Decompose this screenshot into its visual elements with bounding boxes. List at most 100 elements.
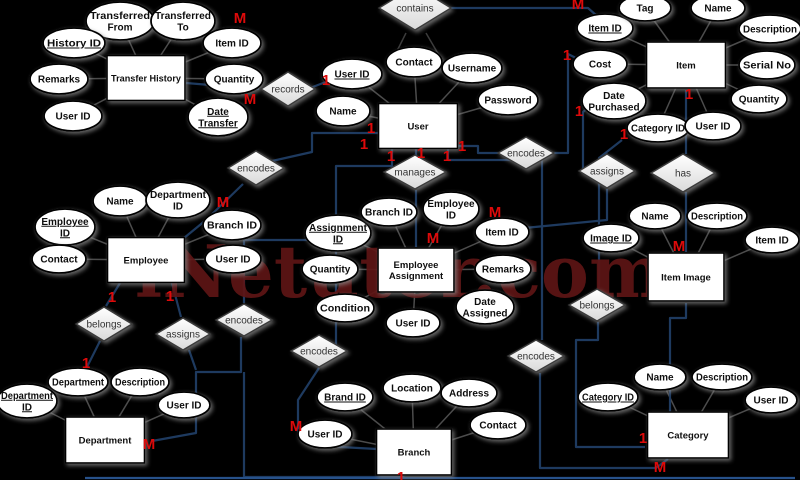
- connector-line: [242, 238, 336, 303]
- attribute-ellipse: [382, 373, 442, 403]
- relationship-assigns-diamond: assigns: [154, 317, 212, 351]
- cardinality-m: M: [489, 204, 502, 221]
- shape-label: Username: [448, 64, 497, 75]
- shape-label: encodes: [517, 352, 555, 363]
- cardinality-m: M: [244, 91, 257, 108]
- shape-label: Name: [646, 373, 674, 384]
- diamond-shape: [259, 71, 317, 107]
- entity-employee: Employee: [106, 236, 186, 284]
- attribute-ellipse: [690, 0, 746, 22]
- diamond-shape: [382, 154, 448, 190]
- attribute-quantity: Quantity: [730, 84, 788, 114]
- attribute-contact: Contact: [31, 244, 87, 274]
- attribute-address: Address: [440, 378, 498, 408]
- shape-label: Condition: [320, 304, 370, 315]
- diamond-shape: [577, 153, 637, 189]
- shape-label: Contact: [395, 58, 433, 69]
- attribute-ellipse: [744, 226, 800, 254]
- attribute-username: Username: [441, 52, 503, 84]
- connector-line: [538, 373, 669, 470]
- relationship-contains-diamond: contains: [377, 0, 453, 31]
- entity-rect: [375, 428, 453, 476]
- connector-line: [458, 144, 499, 155]
- entity-rect: [377, 247, 455, 293]
- attribute-ellipse: [477, 84, 539, 116]
- attribute-ellipse: [315, 95, 371, 127]
- attribute-ellipse: [110, 367, 170, 397]
- diamond-shape: [649, 153, 717, 193]
- shape-label: Item: [676, 60, 696, 71]
- attribute-ellipse: [0, 383, 58, 419]
- attribute-contact: Contact: [469, 410, 527, 440]
- connector-line: [170, 282, 183, 318]
- attribute-user-id: User ID: [157, 391, 211, 419]
- shape-label: Tag: [636, 4, 653, 15]
- shape-label: has: [675, 169, 691, 180]
- cardinality-m: M: [290, 418, 303, 435]
- shape-label: Quantity: [739, 95, 780, 106]
- shape-label: encodes: [507, 149, 545, 160]
- attribute-ellipse: [440, 378, 498, 408]
- attribute-ellipse: [315, 293, 375, 323]
- entity-rect: [646, 411, 730, 459]
- diamond-shape: [154, 317, 212, 351]
- attribute-ellipse: [474, 217, 530, 247]
- cardinality-1: 1: [387, 148, 395, 165]
- attribute-ellipse: [691, 363, 753, 391]
- relationship-records-diamond: records: [259, 71, 317, 107]
- entity-rect: [106, 54, 186, 102]
- shape-label: User ID: [215, 255, 250, 266]
- cardinality-m: M: [234, 10, 247, 27]
- attribute-description: Description: [691, 363, 753, 391]
- shape-label: encodes: [237, 164, 275, 175]
- connector-line: [105, 282, 121, 307]
- entity-rect: [64, 416, 146, 464]
- shape-label: User ID: [166, 401, 201, 412]
- attribute-ellipse: [576, 13, 634, 43]
- shape-label: Category ID: [582, 393, 634, 404]
- connector-line: [574, 322, 645, 449]
- attribute-ellipse: [582, 223, 640, 253]
- shape-label: manages: [394, 168, 435, 179]
- relationship-manages-diamond: manages: [382, 154, 448, 190]
- attribute-ellipse: [581, 82, 647, 120]
- cardinality-1: 1: [417, 145, 425, 162]
- attribute-ellipse: [316, 382, 374, 412]
- shape-label: Description: [691, 212, 743, 223]
- cardinality-1: 1: [397, 469, 405, 480]
- cardinality-1: 1: [82, 355, 90, 372]
- attribute-ellipse: [455, 289, 515, 325]
- attribute-remarks: Remarks: [29, 63, 89, 95]
- attribute-branch-id: Branch ID: [360, 197, 418, 227]
- attribute-ellipse: [187, 97, 249, 137]
- attribute-ellipse: [150, 1, 216, 41]
- attribute-image-id: Image ID: [582, 223, 640, 253]
- shape-label: Employee: [124, 255, 169, 266]
- attribute-ellipse: [43, 100, 103, 132]
- attribute-password: Password: [477, 84, 539, 116]
- shape-label: Branch ID: [365, 208, 413, 219]
- shape-label: Password: [484, 96, 531, 107]
- attribute-ellipse: [684, 111, 742, 141]
- attribute-ellipse: [385, 46, 443, 78]
- attribute-user-id: User ID: [321, 58, 383, 90]
- attribute-contact: Contact: [385, 46, 443, 78]
- attribute-ellipse: [730, 84, 788, 114]
- shape-label: Name: [329, 107, 357, 118]
- shape-label: User ID: [334, 70, 369, 81]
- attribute-ellipse: [441, 52, 503, 84]
- entity-transfer-history: Transfer History: [106, 54, 186, 102]
- attribute-description: Description: [686, 202, 748, 230]
